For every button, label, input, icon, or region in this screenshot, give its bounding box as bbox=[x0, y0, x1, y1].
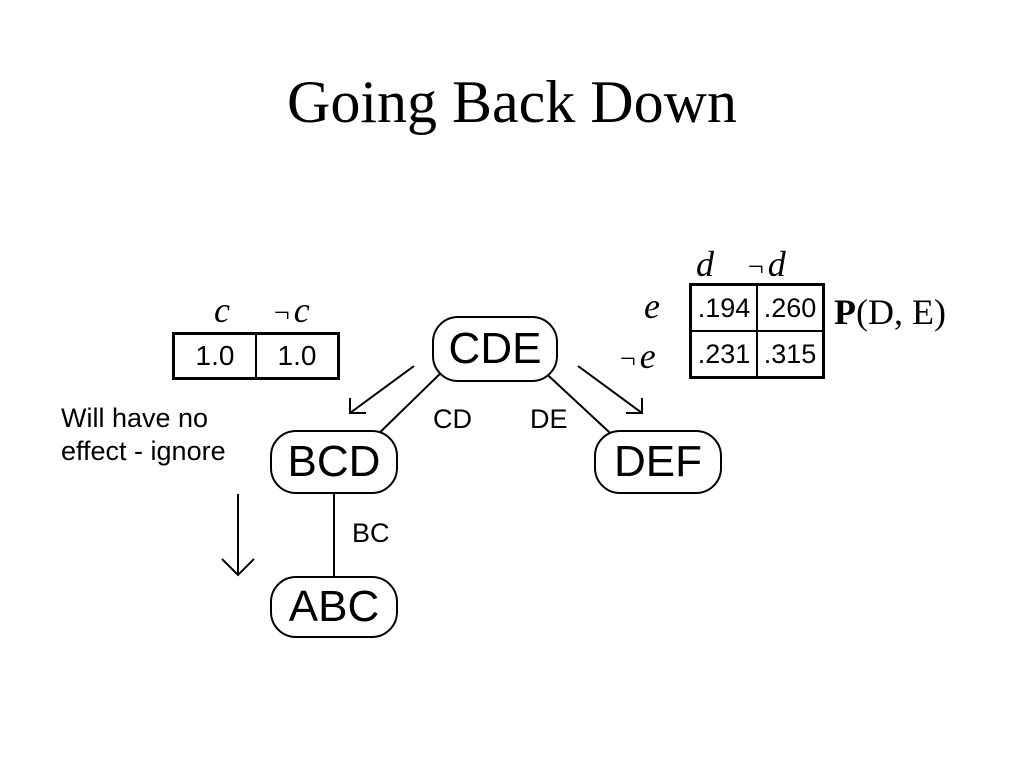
negation-symbol: ¬ bbox=[620, 344, 636, 375]
arrow-down-right-icon bbox=[577, 365, 643, 414]
de-table-header-d: d bbox=[696, 244, 714, 284]
node-def: DEF bbox=[594, 430, 722, 494]
annotation-note: Will have no effect - ignore bbox=[61, 402, 226, 468]
separator-label-cd: CD bbox=[433, 404, 472, 434]
annotation-line-1: Will have no bbox=[61, 403, 209, 433]
arrow-down-left-icon bbox=[349, 365, 415, 414]
edge-cde-def bbox=[537, 365, 623, 445]
c-table-header-c: c bbox=[214, 290, 230, 330]
cell-d-not-e: .231 bbox=[689, 330, 758, 379]
de-factor-table: .194 .260 .231 .315 bbox=[689, 283, 825, 379]
node-abc: ABC bbox=[270, 576, 398, 638]
negation-symbol: ¬ bbox=[748, 252, 764, 283]
probability-label: P(D, E) bbox=[834, 292, 946, 332]
node-bcd: BCD bbox=[270, 430, 398, 494]
page-title: Going Back Down bbox=[287, 69, 737, 135]
c-value-cell: 1.0 bbox=[172, 332, 257, 380]
negation-symbol: ¬ bbox=[274, 298, 290, 329]
not-c-value-cell: 1.0 bbox=[255, 332, 340, 380]
cell-d-e: .194 bbox=[689, 283, 758, 332]
table-row: .231 .315 bbox=[689, 330, 825, 379]
cell-not-d-not-e: .315 bbox=[756, 330, 825, 379]
annotation-line-2: effect - ignore bbox=[61, 436, 226, 466]
node-cde: CDE bbox=[432, 316, 558, 382]
de-table-header-not-d: ¬d bbox=[748, 244, 786, 284]
table-row: .194 .260 bbox=[689, 283, 825, 332]
separator-label-bc: BC bbox=[352, 518, 390, 548]
de-table-row-not-e: ¬e bbox=[620, 336, 656, 376]
arrow-down-icon bbox=[221, 494, 255, 577]
cell-not-d-e: .260 bbox=[756, 283, 825, 332]
separator-label-de: DE bbox=[530, 404, 568, 434]
c-table-header-not-c: ¬c bbox=[274, 290, 310, 330]
c-factor-table: 1.0 1.0 bbox=[172, 332, 340, 380]
de-table-row-e: e bbox=[644, 286, 660, 326]
